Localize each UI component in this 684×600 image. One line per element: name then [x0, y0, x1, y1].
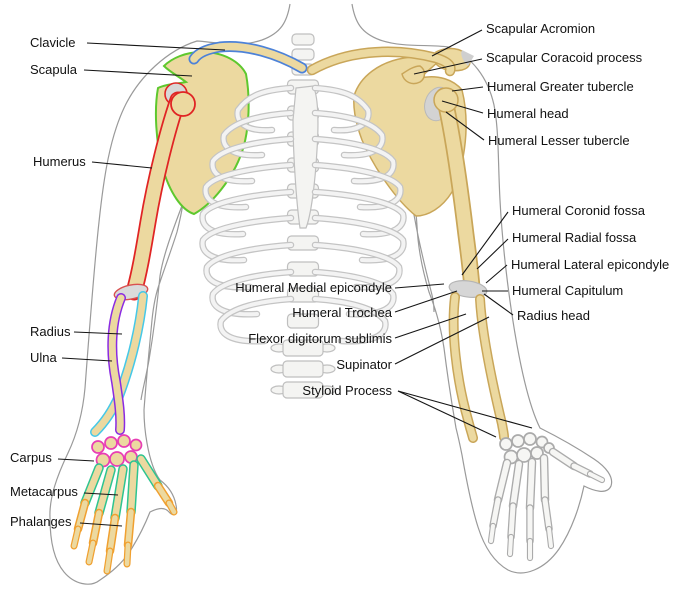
leader-scapular-coracoid-process: [413, 58, 483, 75]
left-body-outline: [49, 3, 291, 585]
label-styloid-process: Styloid Process: [302, 383, 392, 398]
leader-radius-head: [483, 293, 514, 316]
leader-lines: [57, 29, 533, 527]
leader-phalanges: [79, 522, 123, 527]
ribcage: [199, 84, 407, 345]
label-humeral-radial-fossa: Humeral Radial fossa: [512, 230, 637, 245]
leader-humerus: [91, 161, 153, 169]
label-scapular-coracoid-process: Scapular Coracoid process: [486, 50, 643, 65]
label-scapula: Scapula: [30, 62, 77, 77]
label-humeral-lateral-epicondyle: Humeral Lateral epicondyle: [511, 257, 670, 272]
label-humeral-trochea: Humeral Trochea: [292, 305, 392, 320]
left-carpus-bones: [91, 434, 143, 468]
right-phalanges-bones: [487, 462, 606, 562]
label-humeral-capitulum: Humeral Capitulum: [512, 283, 624, 298]
label-humeral-coronid-fossa: Humeral Coronid fossa: [512, 203, 645, 218]
label-humerus: Humerus: [33, 154, 86, 169]
label-phalanges: Phalanges: [10, 514, 72, 529]
right-acromion-cartilage: [461, 50, 474, 66]
label-humeral-greater-tubercle: Humeral Greater tubercle: [487, 79, 634, 94]
leader-clavicle: [86, 42, 226, 51]
label-radius-head: Radius head: [517, 308, 590, 323]
leader-humeral-head: [441, 100, 484, 114]
label-clavicle: Clavicle: [30, 35, 76, 50]
leader-flexor-digitorum-sublimis: [394, 313, 467, 339]
label-humeral-lesser-tubercle: Humeral Lesser tubercle: [488, 133, 630, 148]
left-humeral-head-bone: [170, 91, 196, 117]
right-arm-bones: [433, 87, 606, 562]
label-ulna: Ulna: [30, 350, 57, 365]
label-humeral-medial-epicondyle: Humeral Medial epicondyle: [235, 280, 392, 295]
leader-radius: [73, 331, 123, 335]
label-supinator: Supinator: [336, 357, 392, 372]
label-metacarpus: Metacarpus: [10, 484, 78, 499]
leader-scapula: [83, 69, 193, 77]
leader-ulna: [61, 357, 113, 362]
leader-scapular-acromion: [431, 29, 483, 57]
right-elbow-cartilage: [448, 280, 488, 298]
leader-carpus: [57, 458, 95, 462]
leader-humeral-trochea: [394, 290, 458, 313]
leader-humeral-radial-fossa: [476, 238, 509, 270]
leader-humeral-lesser-tubercle: [445, 111, 485, 141]
label-humeral-head: Humeral head: [487, 106, 569, 121]
leader-humeral-lateral-epicondyle: [485, 264, 508, 284]
leader-humeral-medial-epicondyle: [394, 283, 445, 289]
right-carpus-bones: [499, 432, 555, 465]
leader-humeral-greater-tubercle: [451, 86, 484, 92]
label-radius: Radius: [30, 324, 71, 339]
right-metacarpus-bones: [493, 447, 579, 513]
leader-styloid-process-2: [397, 390, 533, 429]
leader-humeral-coronid-fossa: [461, 211, 509, 276]
label-flexor-digitorum-sublimis: Flexor digitorum sublimis: [248, 331, 392, 346]
right-humeral-head-bone: [433, 87, 459, 113]
label-scapular-acromion: Scapular Acromion: [486, 21, 596, 36]
label-carpus: Carpus: [10, 450, 52, 465]
sternum-bone: [292, 85, 319, 229]
leader-supinator: [394, 316, 490, 365]
left-arm-bones: [70, 82, 196, 575]
left-metacarpus-bones: [80, 454, 163, 523]
leader-metacarpus: [83, 492, 119, 496]
leader-styloid-process-1: [397, 390, 497, 438]
right-coracoid-process-bone: [401, 65, 426, 85]
left-phalanges-bones: [70, 481, 178, 575]
